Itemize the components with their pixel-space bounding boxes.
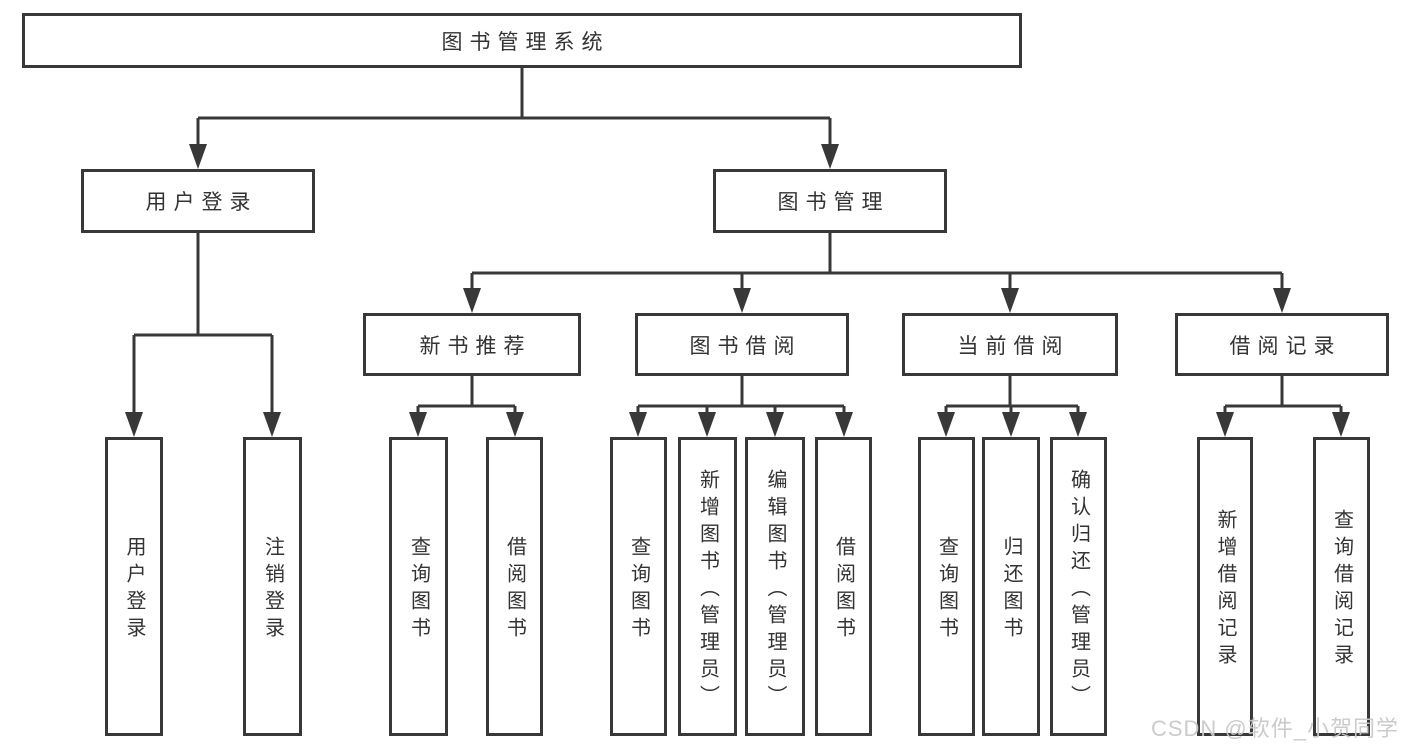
node-label: 查询图书 xyxy=(935,536,958,644)
node-label: 编辑图书（管理员） xyxy=(764,468,786,712)
arrow-head-icon xyxy=(1216,412,1234,437)
leaf-return-books: 归还图书 xyxy=(982,437,1040,736)
arrow-head-icon xyxy=(1069,412,1087,437)
arrow-head-icon xyxy=(1001,288,1019,313)
arrow-head-icon xyxy=(629,412,647,437)
csdn-watermark: CSDN @软件_小贺同学 xyxy=(1150,716,1399,741)
node-borrowing-records: 借阅记录 xyxy=(1175,313,1389,376)
arrow-head-icon xyxy=(766,412,784,437)
leaf-logout: 注销登录 xyxy=(243,437,302,736)
arrow-head-icon xyxy=(937,412,955,437)
arrow-head-icon xyxy=(835,412,853,437)
node-label: 查询图书 xyxy=(407,536,430,644)
arrow-head-icon xyxy=(263,412,281,437)
arrow-head-icon xyxy=(1002,412,1020,437)
node-label: 当前借阅 xyxy=(957,334,1070,358)
leaf-borrow-books-borrowing: 借阅图书 xyxy=(815,437,872,736)
arrow-head-icon xyxy=(506,412,524,437)
arrowheads xyxy=(125,144,1350,437)
node-label: 确认归还（管理员） xyxy=(1067,468,1090,712)
leaf-query-borrow-record: 查询借阅记录 xyxy=(1313,437,1370,736)
arrow-head-icon xyxy=(1273,288,1291,313)
leaf-query-books-current: 查询图书 xyxy=(918,437,975,736)
node-label: 新增图书（管理员） xyxy=(696,468,719,712)
leaf-add-borrow-record: 新增借阅记录 xyxy=(1197,437,1253,736)
arrow-head-icon xyxy=(409,412,427,437)
node-label: 新增借阅记录 xyxy=(1214,509,1236,671)
node-book-borrowing: 图书借阅 xyxy=(635,313,849,376)
arrow-head-icon xyxy=(189,144,207,169)
node-user-login: 用户登录 xyxy=(81,169,315,233)
arrow-head-icon xyxy=(698,412,716,437)
arrow-head-icon xyxy=(463,288,481,313)
node-label: 借阅图书 xyxy=(503,536,526,644)
leaf-confirm-return-admin: 确认归还（管理员） xyxy=(1050,437,1107,736)
leaf-query-books-borrowing: 查询图书 xyxy=(610,437,667,736)
arrow-head-icon xyxy=(821,144,839,169)
node-label: 用户登录 xyxy=(123,536,145,644)
node-label: 图书借阅 xyxy=(689,334,802,358)
node-label: 查询图书 xyxy=(627,536,650,644)
node-label: 借阅记录 xyxy=(1229,334,1342,358)
arrow-head-icon xyxy=(733,288,751,313)
node-new-book-recommendation: 新书推荐 xyxy=(363,313,581,376)
leaf-edit-book-admin: 编辑图书（管理员） xyxy=(745,437,805,736)
node-label: 新书推荐 xyxy=(419,334,532,358)
leaf-user-login: 用户登录 xyxy=(105,437,163,736)
node-label: 注销登录 xyxy=(261,536,284,644)
leaf-add-book-admin: 新增图书（管理员） xyxy=(678,437,737,736)
leaf-borrow-books-recommend: 借阅图书 xyxy=(486,437,543,736)
node-label: 归还图书 xyxy=(1000,536,1022,644)
node-label: 图书管理 xyxy=(777,191,890,214)
node-label: 用户登录 xyxy=(145,191,258,214)
node-label: 图书管理系统 xyxy=(441,30,610,54)
leaf-query-books-recommend: 查询图书 xyxy=(389,437,448,736)
node-book-management: 图书管理 xyxy=(713,169,947,233)
arrow-head-icon xyxy=(1332,412,1350,437)
node-current-borrowing: 当前借阅 xyxy=(902,313,1118,376)
node-system-root: 图书管理系统 xyxy=(22,13,1022,68)
node-label: 查询借阅记录 xyxy=(1330,509,1353,671)
arrow-head-icon xyxy=(125,412,143,437)
node-label: 借阅图书 xyxy=(832,536,855,644)
